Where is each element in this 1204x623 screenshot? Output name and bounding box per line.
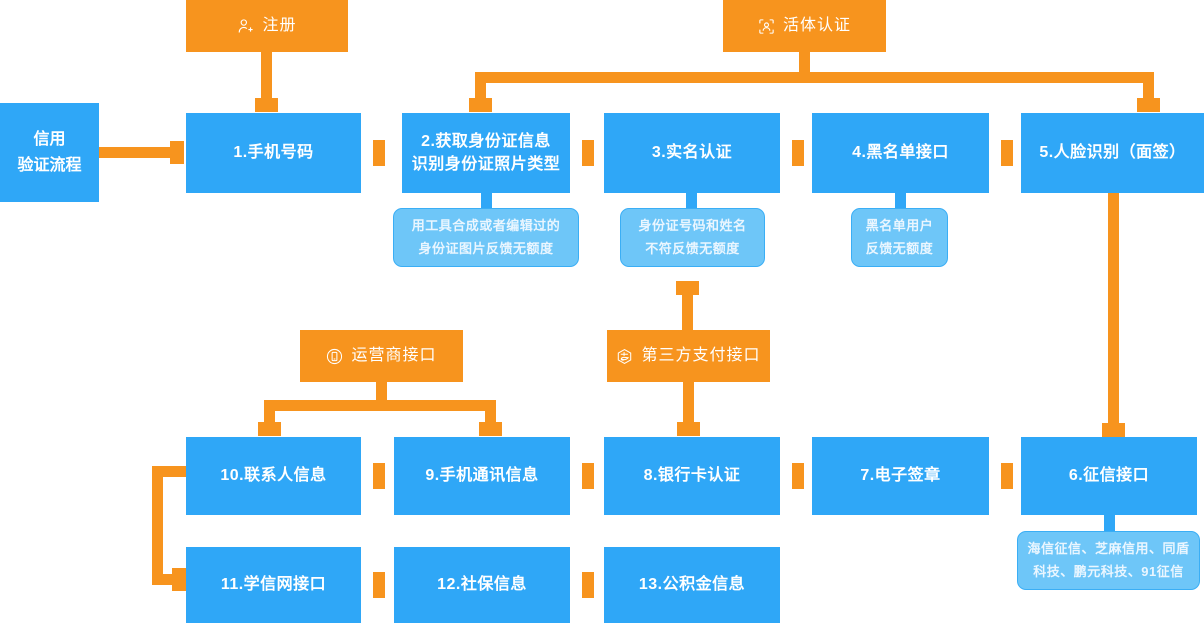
step-s7[interactable]: 7.电子签章 [812,437,989,515]
note-stem-s6 [1104,515,1115,533]
arrow-into-s1 [255,98,278,112]
arrow-into-s8 [677,422,700,436]
connector-s9-to-s8 [582,463,594,489]
connector-thirdpay-stem [682,289,693,334]
arrow-up-into-n3 [676,281,699,295]
step-s5[interactable]: 5.人脸识别（面签） [1021,113,1204,193]
note-stem-s3 [686,193,697,211]
arrow-into-s1-left [170,141,184,164]
connector-s11-to-s12 [373,572,385,598]
arrow-into-s11 [172,568,186,591]
step-s8-label: 8.银行卡认证 [643,467,741,485]
connector-s1-to-s2 [373,140,385,166]
connector-bus-to-s9 [485,400,496,425]
step-s1-label: 1.手机号码 [233,144,314,162]
step-s2-label: 2.获取身份证信息 识别身份证照片类型 [411,132,561,173]
note-n6: 海信征信、芝麻信用、同盾 科技、鹏元科技、91征信 [1017,531,1200,590]
trigger-carrier-label: 运营商接口 [351,347,437,365]
step-s3[interactable]: 3.实名认证 [604,113,780,193]
connector-s4-to-s5 [1001,140,1013,166]
note-n6-label: 海信征信、芝麻信用、同盾 科技、鹏元科技、91征信 [1027,540,1190,579]
step-s11-label: 11.学信网接口 [220,576,327,594]
user-plus-icon [237,18,254,35]
connector-into-s11 [152,574,180,585]
step-s10[interactable]: 10.联系人信息 [186,437,361,515]
step-s12[interactable]: 12.社保信息 [394,547,570,623]
connector-s10-out [152,466,186,477]
trigger-register-label: 注册 [262,17,297,35]
entry-label: 信用 验证流程 [17,130,82,174]
arrow-into-s6 [1102,423,1125,437]
connector-carrier-bus [264,400,496,411]
step-s3-label: 3.实名认证 [651,144,733,162]
step-s8[interactable]: 8.银行卡认证 [604,437,780,515]
arrow-into-s2 [469,98,492,112]
connector-bus-to-s10 [264,400,275,425]
step-s5-label: 5.人脸识别（面签） [1039,144,1186,162]
step-s10-label: 10.联系人信息 [220,467,327,485]
trigger-liveness[interactable]: 活体认证 [723,0,886,52]
note-n2-label: 用工具合成或者编辑过的 身份证图片反馈无额度 [411,217,561,256]
step-s1[interactable]: 1.手机号码 [186,113,361,193]
step-s13[interactable]: 13.公积金信息 [604,547,780,623]
trigger-thirdpay-label: 第三方支付接口 [641,347,761,365]
trigger-liveness-label: 活体认证 [782,17,851,35]
step-s7-label: 7.电子签章 [860,467,941,485]
step-s4[interactable]: 4.黑名单接口 [812,113,989,193]
note-n2: 用工具合成或者编辑过的 身份证图片反馈无额度 [393,208,579,267]
note-stem-s4 [895,193,906,211]
step-s6-label: 6.征信接口 [1068,467,1150,485]
step-s6[interactable]: 6.征信接口 [1021,437,1197,515]
face-scan-icon [758,18,775,35]
note-n4: 黑名单用户 反馈无额度 [851,208,948,267]
connector-s8-to-s7 [792,463,804,489]
step-s9[interactable]: 9.手机通讯信息 [394,437,570,515]
arrow-into-s10 [258,422,281,436]
connector-register-to-s1 [261,52,272,100]
connector-s2-to-s3 [582,140,594,166]
connector-liveness-stem [799,52,810,74]
note-n3: 身份证号码和姓名 不符反馈无额度 [620,208,765,267]
step-s4-label: 4.黑名单接口 [852,144,949,162]
connector-s12-to-s13 [582,572,594,598]
alipay-circle-icon [616,348,633,365]
note-stem-s2 [481,193,492,211]
connector-entry-to-s1 [99,147,174,158]
arrow-into-s5 [1137,98,1160,112]
connector-s7-to-s6 [1001,463,1013,489]
trigger-carrier[interactable]: 运营商接口 [300,330,463,382]
trigger-thirdpay[interactable]: 第三方支付接口 [607,330,770,382]
connector-carrier-stem [376,382,387,404]
mobile-circle-icon [326,348,343,365]
entry-credit-verification-flow[interactable]: 信用 验证流程 [0,103,99,202]
step-s9-label: 9.手机通讯信息 [425,467,539,485]
step-s12-label: 12.社保信息 [437,576,527,594]
connector-s5-to-s6 [1108,193,1119,429]
step-s2[interactable]: 2.获取身份证信息 识别身份证照片类型 [402,113,570,193]
connector-s3-to-s4 [792,140,804,166]
connector-thirdpay-to-s8 [683,382,694,425]
connector-bus-to-s5 [1143,72,1154,102]
trigger-register[interactable]: 注册 [186,0,348,52]
connector-s10-to-s9 [373,463,385,489]
step-s13-label: 13.公积金信息 [638,576,746,594]
arrow-into-s9 [479,422,502,436]
connector-bus-to-s2 [475,72,486,102]
step-s11[interactable]: 11.学信网接口 [186,547,361,623]
connector-liveness-bus [475,72,1154,83]
connector-s10-to-s11-vertical [152,466,163,585]
note-n3-label: 身份证号码和姓名 不符反馈无额度 [638,217,747,256]
note-n4-label: 黑名单用户 反馈无额度 [865,217,934,256]
